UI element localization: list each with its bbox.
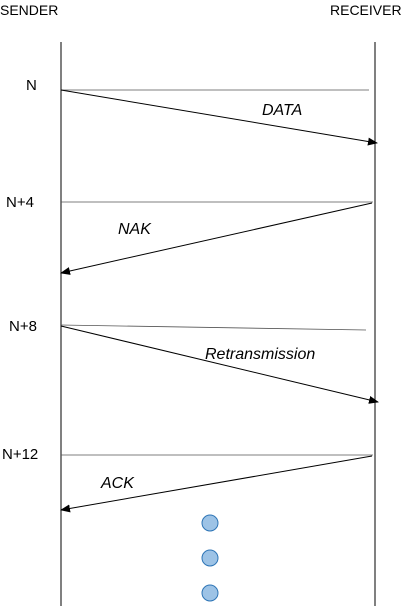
continuation-dot xyxy=(201,584,219,602)
time-mark-n-plus-12: N+12 xyxy=(2,446,38,463)
continuation-dot xyxy=(201,514,219,532)
retransmission-arrow xyxy=(60,325,379,404)
time-mark-n-plus-8: N+8 xyxy=(9,318,37,335)
data-arrow xyxy=(60,89,378,146)
nak-arrow xyxy=(60,202,373,275)
time-guide-n-plus-8 xyxy=(60,324,367,331)
time-mark-n-plus-4: N+4 xyxy=(6,194,34,211)
nak-label: NAK xyxy=(118,221,152,238)
sender-header: SENDER xyxy=(0,2,58,18)
time-mark-n: N xyxy=(26,77,37,94)
ack-arrow xyxy=(60,455,373,513)
ack-label: ACK xyxy=(100,475,135,492)
continuation-dots xyxy=(201,514,219,602)
continuation-dot xyxy=(201,549,219,567)
retransmission-label: Retransmission xyxy=(205,346,315,363)
data-label: DATA xyxy=(262,102,302,119)
receiver-header: RECEIVER xyxy=(330,2,402,18)
